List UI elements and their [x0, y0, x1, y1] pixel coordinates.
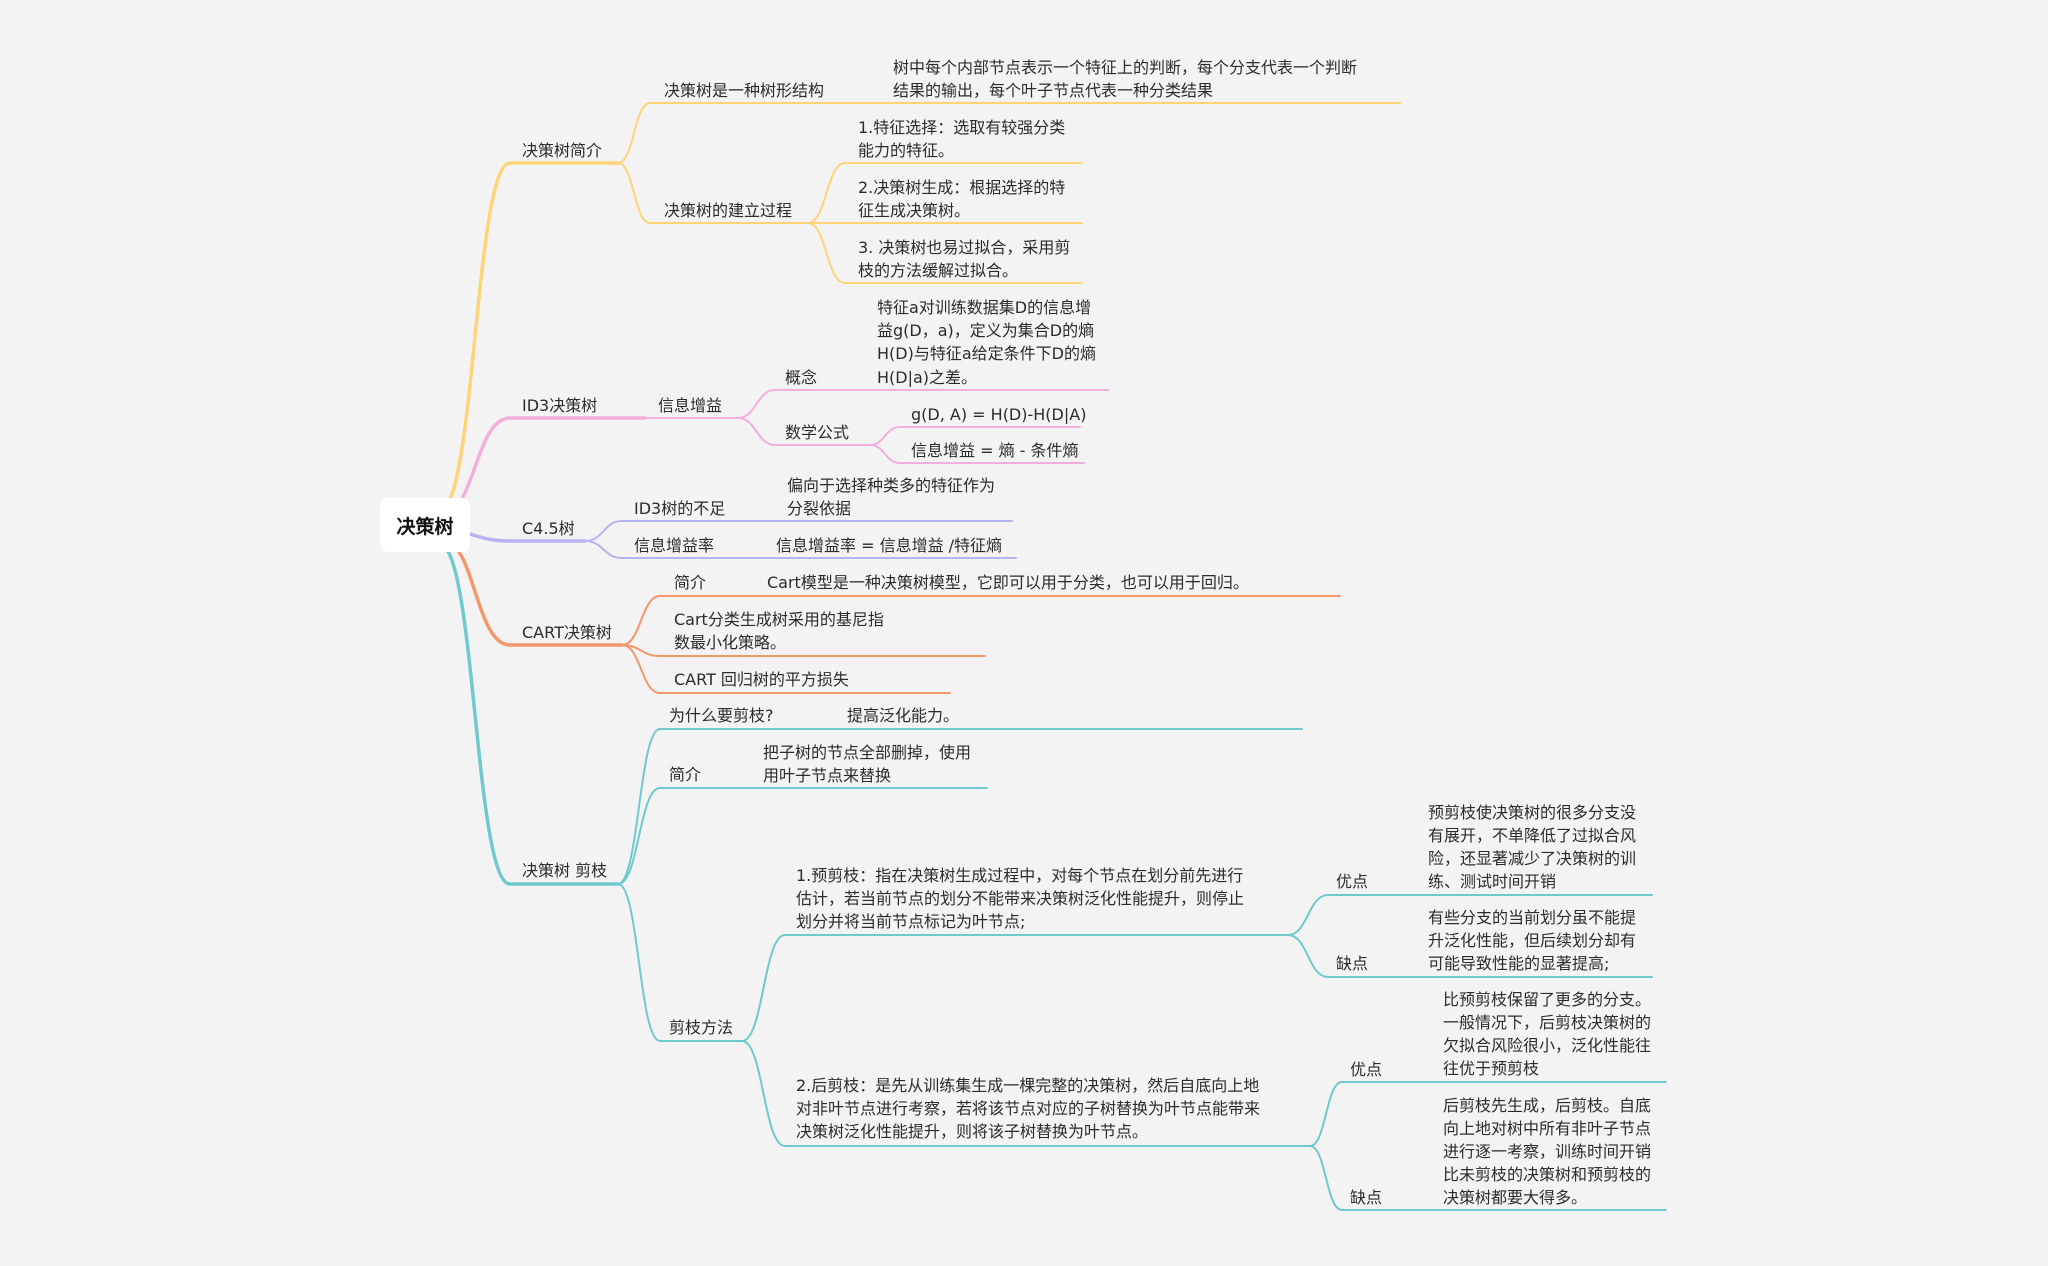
leaf-pruning-intro-line1: 把子树的节点全部删掉，使用: [763, 743, 972, 762]
leaf-post-pros-line2: 一般情况下，后剪枝决策树的: [1443, 1013, 1652, 1032]
leaf-post-pros-line1: 比预剪枝保留了更多的分支。: [1443, 990, 1652, 1009]
link-methods-pre: [741, 934, 786, 1042]
leaf-pre-cons-line3: 可能导致性能的显著提高;: [1428, 954, 1610, 973]
node-post-pros[interactable]: 优点: [1350, 1060, 1383, 1079]
leaf-post-cons-line3: 进行逐一考察，训练时间开销: [1443, 1142, 1652, 1161]
leaf-pre-pros-line1: 预剪枝使决策树的很多分支没: [1428, 803, 1637, 822]
link-c45-ratio: [584, 540, 623, 559]
link-build-step1: [807, 162, 846, 224]
leaf-post-pros-line3: 欠拟合风险很小，泛化性能往: [1443, 1036, 1652, 1055]
leaf-post-pros-line4: 往优于预剪枝: [1443, 1059, 1540, 1078]
leaf-tree-structure-line2: 结果的输出，每个叶子节点代表一种分类结果: [893, 81, 1214, 100]
node-info-gain[interactable]: 信息增益: [658, 396, 723, 415]
node-pre-pruning-line2[interactable]: 估计，若当前节点的划分不能带来决策树泛化性能提升，则停止: [796, 889, 1245, 908]
node-post-cons[interactable]: 缺点: [1350, 1188, 1383, 1207]
node-cart-intro[interactable]: 简介: [674, 573, 707, 592]
leaf-tree-structure-line1: 树中每个内部节点表示一个特征上的判断，每个分支代表一个判断: [893, 58, 1358, 77]
link-methods-post: [741, 1040, 786, 1147]
node-concept[interactable]: 概念: [785, 368, 818, 387]
leaf-pre-pros-line4: 练、测试时间开销: [1428, 872, 1557, 891]
leaf-formula-2: 信息增益 = 熵 - 条件熵: [911, 441, 1079, 460]
leaf-step3-line2: 枝的方法缓解过拟合。: [858, 261, 1019, 280]
link-c45-weakness: [584, 520, 623, 542]
link-infogain-concept: [737, 389, 776, 419]
node-pre-pruning-line1[interactable]: 1.预剪枝：指在决策树生成过程中，对每个节点在划分前先进行: [796, 866, 1244, 885]
leaf-formula-1: g(D, A) = H(D)-H(D|A): [911, 405, 1087, 424]
node-post-pruning-line2[interactable]: 对非叶节点进行考察，若将该节点对应的子树替换为叶节点能带来: [796, 1099, 1261, 1118]
leaf-step3-line1: 3. 决策树也易过拟合，采用剪: [858, 238, 1071, 257]
leaf-pre-cons-line2: 升泛化性能，但后续划分却有: [1428, 931, 1637, 950]
node-pre-pros[interactable]: 优点: [1336, 872, 1369, 891]
node-cart-classification-line2[interactable]: 数最小化策略。: [674, 633, 787, 652]
link-cart-intro: [621, 595, 661, 646]
node-cart-classification-line1[interactable]: Cart分类生成树采用的基尼指: [674, 610, 884, 629]
link-intro-structure: [617, 102, 651, 164]
link-cart-reg: [621, 644, 661, 694]
link-pruning-why: [617, 728, 661, 885]
leaf-post-cons-line5: 决策树都要大得多。: [1443, 1188, 1588, 1207]
node-why-prune[interactable]: 为什么要剪枝?: [669, 706, 774, 725]
link-formula-f2: [869, 444, 901, 464]
link-pre-cons: [1287, 934, 1329, 978]
link-post-pros: [1309, 1081, 1343, 1147]
node-intro[interactable]: 决策树简介: [522, 141, 603, 160]
leaf-pruning-intro-line2: 用叶子节点来替换: [763, 766, 892, 785]
link-pre-pros: [1287, 894, 1329, 936]
leaf-pre-cons-line1: 有些分支的当前划分虽不能提: [1428, 908, 1637, 927]
leaf-pre-pros-line3: 险，还显著减少了决策树的训: [1428, 849, 1637, 868]
leaf-concept-line3: H(D)与特征a给定条件下D的熵: [877, 344, 1096, 363]
leaf-step1-line2: 能力的特征。: [858, 141, 955, 160]
link-root-pruning: [438, 543, 512, 886]
node-pruning-methods[interactable]: 剪枝方法: [669, 1018, 734, 1037]
leaf-step1-line1: 1.特征选择：选取有较强分类: [858, 118, 1066, 137]
link-pruning-methods: [617, 883, 661, 1042]
link-root-intro: [438, 161, 512, 512]
leaf-step2-line2: 征生成决策树。: [858, 201, 971, 220]
leaf-concept-line4: H(D|a)之差。: [877, 368, 978, 387]
leaf-concept-line1: 特征a对训练数据集D的信息增: [877, 298, 1092, 317]
root-node[interactable]: 决策树: [380, 498, 470, 552]
node-cart[interactable]: CART决策树: [522, 623, 612, 642]
link-intro-build: [617, 162, 651, 224]
leaf-post-cons-line4: 比未剪枝的决策树和预剪枝的: [1443, 1165, 1652, 1184]
link-post-cons: [1309, 1145, 1343, 1211]
leaf-post-cons-line2: 向上地对树中所有非叶子节点: [1443, 1119, 1652, 1138]
link-formula-f1: [869, 426, 901, 446]
leaf-gain-ratio: 信息增益率 = 信息增益 /特征熵: [776, 536, 1003, 555]
root-label: 决策树: [396, 515, 454, 538]
node-post-pruning-line1[interactable]: 2.后剪枝：是先从训练集生成一棵完整的决策树，然后自底向上地: [796, 1076, 1260, 1095]
node-id3-weakness[interactable]: ID3树的不足: [634, 499, 726, 518]
node-pruning[interactable]: 决策树 剪枝: [522, 861, 608, 880]
node-gain-ratio[interactable]: 信息增益率: [634, 536, 715, 555]
node-tree-structure[interactable]: 决策树是一种树形结构: [664, 81, 825, 100]
leaf-cart-intro: Cart模型是一种决策树模型，它即可以用于分类，也可以用于回归。: [767, 573, 1249, 592]
node-build-process[interactable]: 决策树的建立过程: [664, 201, 793, 220]
leaf-weakness-line1: 偏向于选择种类多的特征作为: [787, 476, 996, 495]
link-build-step3: [807, 222, 846, 284]
node-pruning-intro[interactable]: 简介: [669, 765, 702, 784]
leaf-post-cons-line1: 后剪枝先生成，后剪枝。自底: [1443, 1096, 1652, 1115]
node-pre-cons[interactable]: 缺点: [1336, 954, 1369, 973]
leaf-why-prune: 提高泛化能力。: [847, 706, 960, 725]
node-formula[interactable]: 数学公式: [785, 423, 850, 442]
leaf-step2-line1: 2.决策树生成：根据选择的特: [858, 178, 1066, 197]
node-c45[interactable]: C4.5树: [522, 519, 575, 538]
node-id3[interactable]: ID3决策树: [522, 396, 598, 415]
node-pre-pruning-line3[interactable]: 划分并将当前节点标记为叶节点;: [796, 912, 1026, 931]
node-post-pruning-line3[interactable]: 决策树泛化性能提升，则将该子树替换为叶节点。: [796, 1122, 1149, 1141]
leaf-pre-pros-line2: 有展开，不单降低了过拟合风: [1428, 826, 1637, 845]
link-infogain-formula: [737, 417, 776, 446]
node-cart-regression[interactable]: CART 回归树的平方损失: [674, 670, 849, 689]
link-pruning-intro: [617, 787, 661, 885]
leaf-concept-line2: 益g(D，a)，定义为集合D的熵: [877, 321, 1095, 340]
leaf-weakness-line2: 分裂依据: [787, 499, 852, 518]
